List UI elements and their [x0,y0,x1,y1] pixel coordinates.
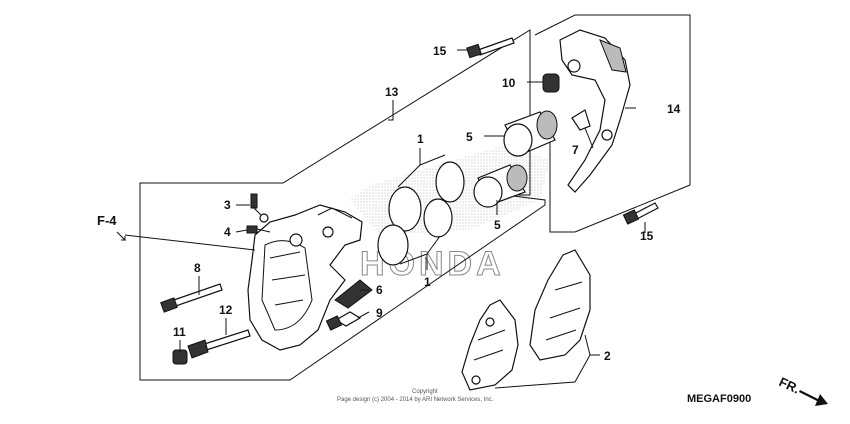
callout-7: 7 [572,143,579,157]
front-direction-indicator: FR. [777,374,828,406]
callout-11: 11 [173,325,186,339]
callout-6: 6 [376,283,383,297]
bleeder-cap [246,225,271,234]
front-arrow-icon [799,390,828,406]
callout-10: 10 [502,76,516,90]
caliper-bracket [559,29,631,193]
front-direction-label: FR. [777,374,802,396]
brake-pad-outer [461,299,519,391]
caliper-bolt [325,311,362,331]
callout-5a: 5 [466,130,473,144]
reference-label: F-4 [97,213,117,228]
callout-9: 9 [376,306,383,320]
retainer-clip [571,109,591,131]
copyright-line1: Copyright [412,389,438,395]
callout-15b: 15 [640,229,654,243]
caliper-assembly-outline [139,29,546,381]
callout-12: 12 [219,303,233,317]
callout-13: 13 [385,85,399,99]
bracket-boot [542,73,560,93]
callout-15a: 15 [433,44,447,58]
pin-boot [172,349,188,365]
callout-3: 3 [224,198,231,212]
bolt-bottom [622,202,659,225]
callout-1a: 1 [417,132,424,146]
leader-lines [124,49,646,389]
pad-pin [160,283,223,313]
callout-1b: 1 [424,275,431,289]
caliper-pistons [473,110,558,208]
pad-spring [334,279,373,309]
bolt-top [466,37,515,59]
brake-pad-inner [529,249,591,361]
callout-14: 14 [667,102,681,116]
callout-8: 8 [194,261,201,275]
bleeder-screw [250,193,269,223]
caliper-body [247,204,363,351]
copyright-line2: Page design (c) 2004 - 2014 by ARI Netwo… [337,397,494,403]
bracket-assembly-outline [534,14,691,233]
callout-2: 2 [604,349,611,363]
callout-labels: 1 1 2 3 4 5 5 6 7 8 9 10 11 12 13 14 15 … [173,44,681,363]
piston-seals [377,161,465,266]
callout-4: 4 [224,225,231,239]
diagram-code: MEGAF0900 [687,393,751,405]
slide-pin [187,329,251,359]
callout-5b: 5 [494,218,501,232]
reference-f4: F-4 [97,213,127,241]
